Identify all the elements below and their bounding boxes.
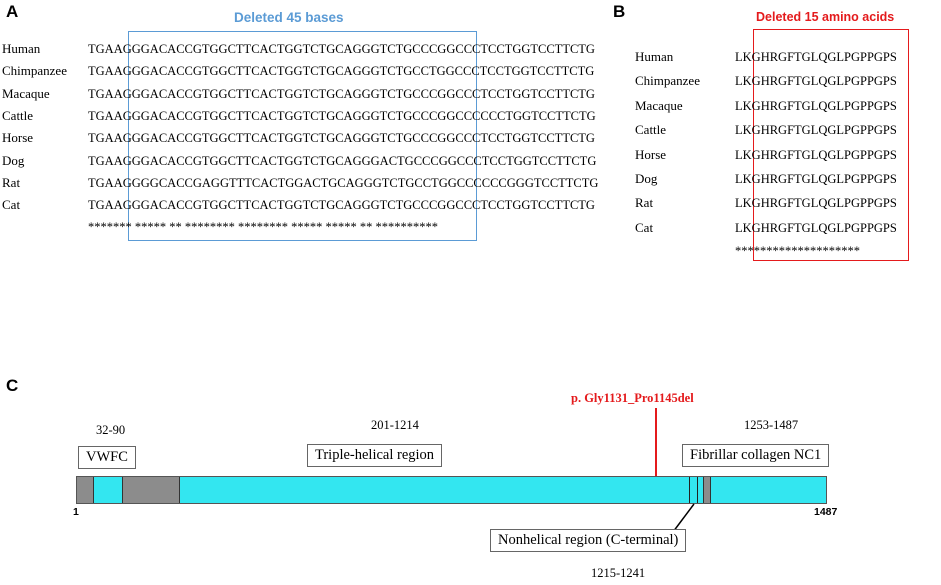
nonhelical-range: 1215-1241 [591,566,646,580]
nonhelical-marker-2 [697,477,698,503]
species-name: Dog [635,171,658,186]
species-name: Rat [2,174,21,190]
vwfc-range: 32-90 [96,423,126,437]
panel-a-caption: Deleted 45 bases [234,10,344,25]
nonhelical-box: Nonhelical region (C-terminal) [490,529,687,552]
dna-sequence: TGAAGGGACACCGTGGCTTCACTGGTCTGCAGGGTCTGCC… [88,42,595,56]
triple-helical-box: Triple-helical region [307,444,443,467]
protein-sequence: LKGHRGFTGLQGLPGPPGPS [735,98,897,113]
triple-range: 201-1214 [371,418,419,432]
bar-divider-1 [93,477,94,503]
nc1-grey-segment [703,477,711,503]
species-name: Cat [2,197,21,213]
dna-sequence: TGAAGGGACACCGTGGCTTCACTGGTCTGCAGGGTCTGCC… [88,198,595,213]
nonhelical-marker-1 [689,477,690,503]
nc1-range: 1253-1487 [744,418,799,432]
species-name: Rat [635,195,654,211]
dna-sequence: TGAAGGGACACCGTGGCTTCACTGGTCTGCAGGGTCTGCC… [88,108,596,123]
panel-b-caption: Deleted 15 amino acids [756,10,895,24]
species-name: Cattle [2,107,34,123]
panel-c-letter: C [6,376,19,395]
protein-sequence: LKGHRGFTGLQGLPGPPGPS [735,172,897,186]
protein-sequence: LKGHRGFTGLQGLPGPPGPS [735,196,897,211]
protein-sequence: LKGHRGFTGLQGLPGPPGPS [735,50,897,64]
vwfc-box: VWFC [78,446,136,469]
panel-b-letter: B [613,2,626,21]
species-name: Human [2,41,41,56]
bar-start-label: 1 [73,506,79,518]
dna-sequence: TGAAGGGACACCGTGGCTTCACTGGTCTGCAGGGTCTGCC… [88,64,595,79]
species-name: Dog [2,152,25,168]
panel-a-letter: A [6,2,19,21]
species-name: Horse [2,130,34,146]
species-name: Chimpanzee [635,73,700,89]
deleted-amino-acids-box [753,29,909,261]
mutation-marker-line [655,408,657,476]
protein-sequence: LKGHRGFTGLQGLPGPPGPS [735,220,897,235]
protein-sequence: LKGHRGFTGLQGLPGPPGPS [735,123,897,138]
nc1-box: Fibrillar collagen NC1 [682,444,830,467]
species-name: Macaque [2,85,50,101]
protein-sequence: LKGHRGFTGLQGLPGPPGPS [735,74,897,89]
species-name: Cat [635,219,654,235]
deleted-bases-box [128,31,477,241]
dna-sequence: TGAAGGGACACCGTGGCTTCACTGGTCTGCAGGGTCTGCC… [88,86,595,101]
species-name: Horse [635,146,667,162]
species-name: Chimpanzee [2,63,67,79]
dna-sequence: TGAAGGGGCACCGAGGTTTCACTGGACTGCAGGGTCTGCC… [88,175,599,190]
panel-a-conservation: ******* ***** ** ******** ******** *****… [88,220,438,234]
species-name: Macaque [635,97,683,113]
species-name: Human [635,49,674,64]
dna-sequence: TGAAGGGACACCGTGGCTTCACTGGTCTGCAGGGTCTGCC… [88,131,595,146]
protein-bar [76,476,827,504]
mutation-label: p. Gly1131_Pro1145del [571,391,694,405]
protein-sequence: LKGHRGFTGLQGLPGPPGPS [735,147,897,162]
bar-end-label: 1487 [814,506,838,518]
bar-n-terminal-grey [77,477,93,503]
nonhelical-connector [672,503,695,533]
panel-b-conservation: ******************** [735,244,860,258]
species-name: Cattle [635,122,667,138]
dna-sequence: TGAAGGGACACCGTGGCTTCACTGGTCTGCAGGGACTGCC… [88,153,597,168]
vwfc-domain-segment [122,477,180,503]
